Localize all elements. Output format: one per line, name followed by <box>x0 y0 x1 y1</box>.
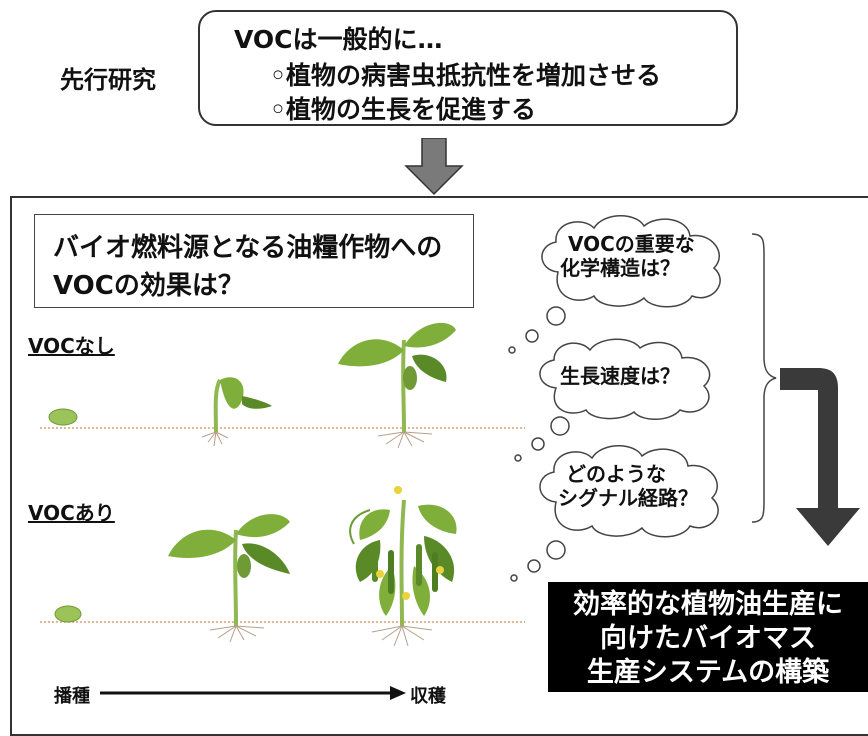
result-arrow-icon <box>780 368 860 546</box>
goal-line-2: 向けたバイオマス <box>600 623 816 654</box>
summary-line-growth: ◦植物の生長を促進する <box>270 95 536 124</box>
summary-line-intro: VOCは一般的に… <box>234 25 443 54</box>
prior-research-label: 先行研究 <box>60 66 156 94</box>
goal-line-3: 生産システムの構築 <box>586 657 830 688</box>
seed-icon <box>54 605 82 623</box>
timeline-end-label: 収穫 <box>410 686 446 707</box>
summary-line-pest-resistance: ◦植物の病害虫抵抗性を増加させる <box>270 61 661 90</box>
mature-plant-icon <box>349 486 457 647</box>
question-cloud-growth-rate <box>539 338 711 420</box>
row-label-without-voc: VOCなし <box>28 334 115 358</box>
goal-line-1: 効率的な植物油生産に <box>573 589 843 620</box>
plant-growth-without-voc <box>40 322 525 449</box>
young-plant-icon <box>338 322 456 449</box>
row-label-with-voc: VOCあり <box>28 501 115 525</box>
timeline-start-label: 播種 <box>54 686 90 707</box>
brace-icon <box>751 233 777 523</box>
question-line-1: バイオ燃料源となる油糧作物への <box>53 233 443 263</box>
question-cloud-signal-pathway <box>539 445 719 538</box>
sprout-icon <box>201 377 272 447</box>
cloud-growth-rate-text: 生長速度は？ <box>560 364 680 388</box>
seed-icon <box>48 408 78 426</box>
cloud-signal-pathway-line-2: シグナル経路？ <box>558 486 698 510</box>
cloud-chemical-structure-line-1: VOCの重要な <box>568 232 695 256</box>
research-question-box: バイオ燃料源となる油糧作物への VOCの効果は？ <box>34 214 474 308</box>
down-arrow-icon <box>404 138 464 196</box>
plant-growth-with-voc <box>40 486 525 647</box>
cloud-chemical-structure-line-2: 化学構造は？ <box>560 256 680 280</box>
young-plant-icon <box>168 514 290 643</box>
question-line-2: VOCの効果は？ <box>53 271 244 301</box>
question-cloud-chemical-structure <box>541 215 721 308</box>
goal-box: 効率的な植物油生産に 向けたバイオマス 生産システムの構築 <box>548 582 868 692</box>
prior-research-summary-box: VOCは一般的に… ◦植物の病害虫抵抗性を増加させる ◦植物の生長を促進する <box>198 10 738 126</box>
cloud-signal-pathway-line-1: どのような <box>566 462 666 486</box>
thought-trail-dots <box>508 306 570 582</box>
timeline-arrow-icon <box>100 686 406 700</box>
